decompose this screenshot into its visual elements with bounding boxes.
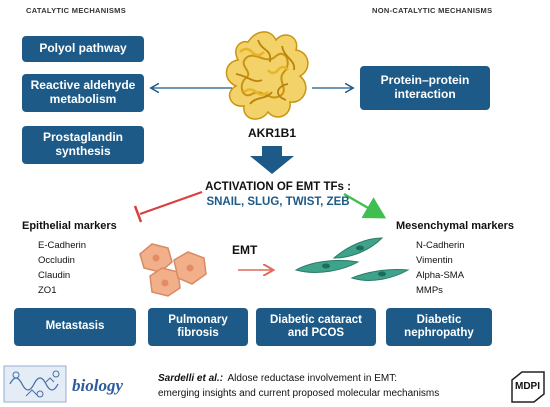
down-arrow-icon: [250, 146, 294, 174]
biology-journal-logo-icon: [3, 365, 67, 403]
footer-citation: Sardelli et al.: Aldose reductase involv…: [158, 368, 494, 399]
footer-authors: Sardelli et al.:: [158, 373, 224, 384]
inhibit-arrow: [133, 190, 203, 223]
epithelial-marker-1: E-Cadherin: [38, 240, 87, 251]
enzyme-label: AKR1B1: [248, 126, 297, 140]
reactive-aldehyde-line1: Reactive aldehyde: [30, 78, 136, 93]
catalytic-header: CATALYTIC MECHANISMS: [26, 6, 127, 15]
protein-protein-line1: Protein–protein: [380, 73, 470, 88]
mesenchymal-cells-icon: [294, 237, 410, 281]
epithelial-cells-icon: [139, 243, 207, 297]
prostaglandin-box: Prostaglandin synthesis: [22, 126, 144, 164]
outcome-nephropathy-line1: Diabetic: [416, 313, 462, 326]
mdpi-label: MDPI: [515, 381, 540, 392]
mesenchymal-marker-4: MMPs: [416, 285, 443, 296]
outcome-cataract-line2: and PCOS: [287, 327, 345, 339]
prostaglandin-line1: Prostaglandin: [42, 130, 123, 145]
mdpi-logo-icon: [511, 371, 545, 403]
emt-tf-list: SNAIL, SLUG, TWIST, ZEB: [206, 196, 350, 208]
outcome-metastasis-label: Metastasis: [45, 320, 105, 333]
outcome-nephropathy-box: Diabetic nephropathy: [386, 308, 492, 346]
polyol-pathway-label: Polyol pathway: [39, 41, 127, 56]
outcome-metastasis-box: Metastasis: [14, 308, 136, 346]
outcome-pulmonary-box: Pulmonary fibrosis: [148, 308, 248, 346]
footer-title-line2: emerging insights and current proposed m…: [158, 388, 440, 399]
outcome-nephropathy-line2: nephropathy: [404, 327, 474, 339]
activate-arrow: [343, 192, 387, 219]
reactive-aldehyde-box: Reactive aldehyde metabolism: [22, 74, 144, 112]
outcome-pulmonary-line2: fibrosis: [177, 327, 219, 339]
akr1b1-protein-icon: [225, 31, 309, 120]
mesenchymal-marker-3: Alpha-SMA: [416, 270, 465, 281]
outcome-cataract-box: Diabetic cataract and PCOS: [256, 308, 376, 346]
protein-protein-box: Protein–protein interaction: [360, 66, 490, 110]
epithelial-marker-2: Occludin: [38, 255, 75, 266]
footer-title-line1: Aldose reductase involvement in EMT:: [227, 373, 398, 384]
mesenchymal-markers-title: Mesenchymal markers: [396, 220, 515, 232]
protein-protein-line2: interaction: [394, 87, 456, 101]
outcome-cataract-line1: Diabetic cataract: [269, 313, 363, 326]
polyol-pathway-box: Polyol pathway: [22, 36, 144, 62]
epithelial-marker-3: Claudin: [38, 270, 71, 281]
emt-label: EMT: [232, 243, 258, 257]
reactive-aldehyde-line2: metabolism: [49, 92, 117, 106]
epithelial-markers-title: Epithelial markers: [22, 220, 117, 232]
epithelial-marker-4: ZO1: [38, 285, 57, 296]
journal-name: biology: [72, 376, 123, 395]
non-catalytic-header: NON-CATALYTIC MECHANISMS: [372, 6, 493, 15]
activation-title: ACTIVATION OF EMT TFs :: [205, 181, 351, 193]
mesenchymal-marker-2: Vimentin: [416, 255, 453, 266]
prostaglandin-line2: synthesis: [55, 144, 111, 158]
outcome-pulmonary-line1: Pulmonary: [168, 313, 228, 326]
mesenchymal-marker-1: N-Cadherin: [416, 240, 465, 251]
